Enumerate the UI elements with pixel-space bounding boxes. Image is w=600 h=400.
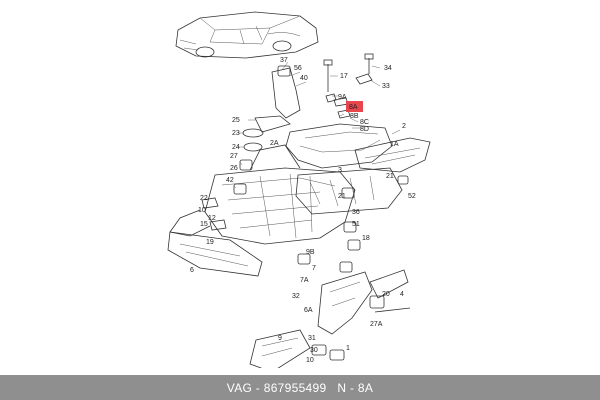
left-sill-panel [167, 231, 263, 277]
callout-label: 6 [190, 267, 194, 274]
callout-label: 25 [232, 117, 240, 124]
callout-label: 10 [198, 207, 206, 214]
callout-label: 1 [346, 345, 350, 352]
callout-label: 10 [306, 357, 314, 364]
leader-lines [233, 61, 401, 189]
callout-label: 23 [232, 130, 240, 137]
callout-label: 9B [306, 249, 315, 256]
callout-label: 3 [338, 167, 342, 174]
callout-label: 52 [408, 193, 416, 200]
callout-label: 34 [384, 65, 392, 72]
callout-label: 6A [304, 307, 313, 314]
callout-label: 56 [294, 65, 302, 72]
lower-right-bracket-group [317, 269, 411, 335]
callout-8a: 8A [349, 104, 358, 111]
callout-label: 24 [232, 144, 240, 151]
callout-label: 27A [370, 321, 383, 328]
callout-label: 4 [400, 291, 404, 298]
position-label: N - 8A [337, 380, 374, 395]
callout-label: 15 [200, 221, 208, 228]
parts-exploded-diagram: 8A [167, 11, 431, 368]
callout-label: 42 [226, 177, 234, 184]
callout-label: 36 [352, 209, 360, 216]
callout-label: 21 [338, 193, 346, 200]
callout-label: 33 [382, 83, 390, 90]
misc-small-parts [201, 175, 409, 273]
callout-label: 7A [300, 277, 309, 284]
callout-label: 17 [340, 73, 348, 80]
callout-label: 32 [292, 293, 300, 300]
callout-label: 2A [270, 140, 279, 147]
callout-label: 22 [200, 195, 208, 202]
part-number-footer: VAG - 867955499 N - 8A [0, 375, 600, 400]
gap [326, 381, 337, 395]
callout-label: 37 [280, 57, 288, 64]
callout-label: 2 [402, 123, 406, 130]
callout-label: 27 [230, 153, 238, 160]
callout-label: 21 [386, 173, 394, 180]
separator: - [252, 380, 264, 395]
bottom-rail [249, 329, 345, 368]
highlight-8a-box [346, 101, 363, 112]
callout-label: 19 [206, 239, 214, 246]
callout-label: 30 [310, 347, 318, 354]
rear-panel [354, 137, 431, 173]
center-crossmember [295, 167, 403, 215]
callout-label: 26 [230, 165, 238, 172]
callout-label: 20 [382, 291, 390, 298]
floor-pan-assembly [169, 144, 356, 245]
callout-label: 8D [360, 126, 369, 133]
callout-label: 40 [300, 75, 308, 82]
part-number: 867955499 [263, 380, 327, 395]
callout-label: 9 [278, 335, 282, 342]
callout-label: 12 [208, 215, 216, 222]
callout-labels: 37 56 40 17 34 9A 33 8B 8C 8D 2 25 23 2A… [190, 57, 416, 364]
car-thumbnail-illustration [175, 11, 319, 59]
callout-label: 8B [350, 113, 359, 120]
callout-label: 1A [390, 141, 399, 148]
callout-label: 8C [360, 119, 369, 126]
spare-wheel-well [285, 123, 393, 169]
brand-label: VAG [226, 380, 253, 395]
callout-label: 7 [312, 265, 316, 272]
callout-label: 9A [338, 94, 347, 101]
callout-label: 18 [362, 235, 370, 242]
callout-label: 51 [352, 221, 360, 228]
callout-label: 31 [308, 335, 316, 342]
